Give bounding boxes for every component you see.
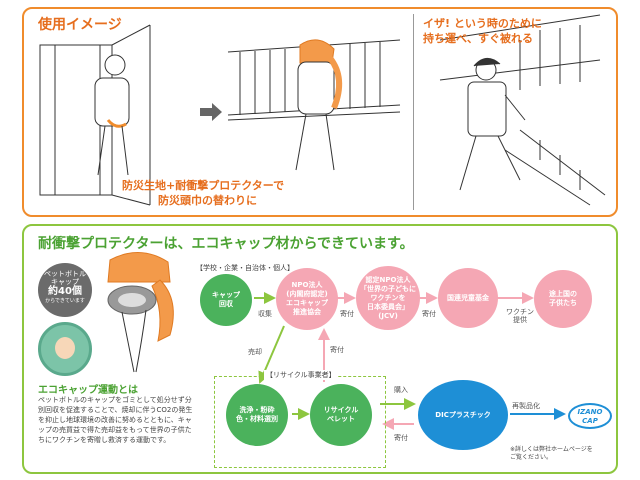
node-dic-plastic: DICプラスチック [418,380,508,450]
badge-line1: ペットボトル [44,270,86,278]
node-unicef: 国連児童基金 [438,268,498,328]
eco-cap-title: エコキャップ運動とは [38,385,138,396]
illustration-railing-walk [227,39,401,171]
node-jcv: 認定NPO法人 「世界の子どもに ワクチンを 日本委員会」 (JCV) [356,266,420,330]
label-vaccine: ワクチン 提供 [506,308,534,324]
label-collect: 収集 [258,310,272,318]
protector-title: 耐衝撃プロテクターは、エコキャップ材からできています。 [38,236,414,252]
pet-cap-badge: ペットボトル キャップ 約40個 からできています [38,263,92,317]
usage-title: 使用イメージ [38,17,122,33]
eco-cap-seal-logo [38,322,92,376]
label-donate-4: 寄付 [394,434,408,442]
izano-cap-logo: IZANO CAP [568,403,612,429]
caption-left-line2: 防災頭巾の替わりに [158,194,257,207]
node-npo-eco-cap: NPO法人 (内閣府認定) エコキャップ 推進協会 [276,268,338,330]
baby-face-icon [55,337,75,359]
node-children: 途上国の 子供たち [534,270,592,328]
caption-right-line1: イザ! という時のために [423,17,542,30]
badge-line4: からできています [45,298,85,304]
node-recycle-pellet: リサイクル ペレット [310,384,372,446]
illustration-school-hallway [39,24,151,206]
recycler-label: 【リサイクル事業者】 [264,370,338,380]
arrow-right-icon [200,103,222,121]
izano-logo-line2: CAP [582,417,598,425]
badge-line2: キャップ [51,278,79,286]
helmet-icon [107,251,174,373]
node-wash-sort: 洗浄・粉砕 色・材料選別 [226,384,288,446]
caption-left-line1: 防災生地+耐衝撃プロテクターで [122,179,285,192]
caption-right-line2: 持ち運べ、すぐ被れる [423,32,533,45]
illustration-stairs-evacuation [439,14,606,206]
label-buy: 購入 [394,386,408,394]
label-reproduct: 再製品化 [512,402,540,410]
label-sell: 売却 [248,348,262,356]
panel-divider [413,14,414,210]
label-donate-3: 寄付 [330,346,344,354]
label-donate-2: 寄付 [422,310,436,318]
website-note: ※詳しくは弊社ホームページを ご覧ください。 [510,446,593,461]
source-label: 【学校・企業・自治体・個人】 [196,264,294,272]
node-cap-collection: キャップ 回収 [200,274,252,326]
izano-logo-line1: IZANO [577,408,603,416]
eco-cap-description: ペットボトルのキャップをゴミとして処分せず分別回収を促進することで、焼却に伴うC… [38,396,193,444]
label-donate-1: 寄付 [340,310,354,318]
badge-line3: 約40個 [48,286,82,297]
